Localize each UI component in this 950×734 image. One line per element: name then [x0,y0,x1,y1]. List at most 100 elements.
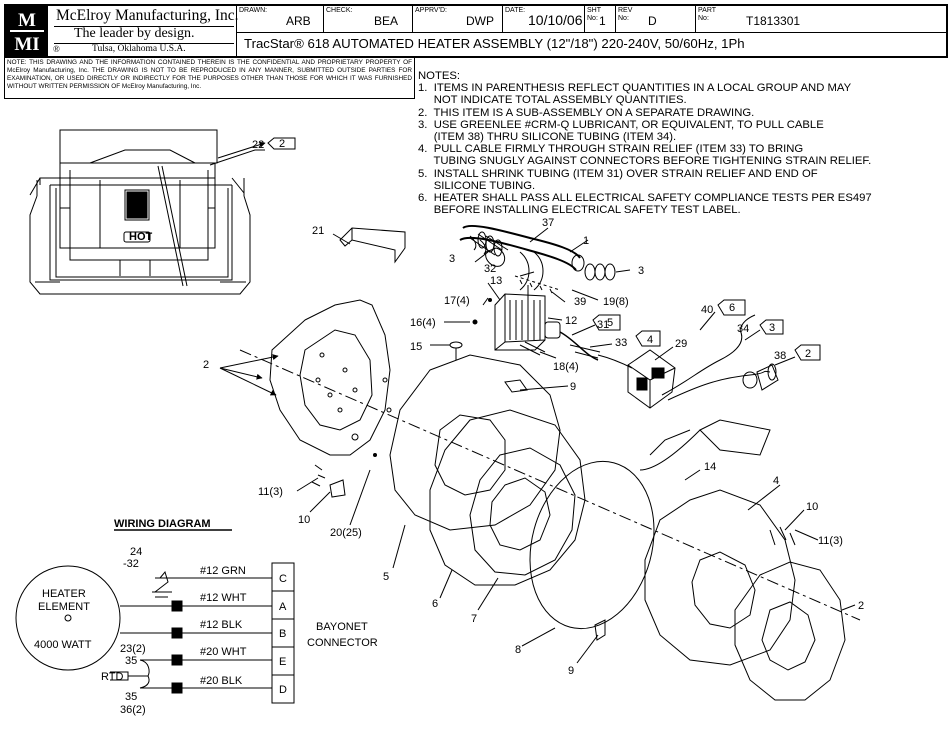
date-value: 10/10/06 [528,12,583,28]
date-label: DATE: [505,7,526,14]
hardware-items [311,352,796,641]
callout-34-note: 3 [769,322,775,334]
note-line: NOT INDICATE TOTAL ASSEMBLY QUANTITIES. [418,94,687,107]
heater-label-line2: ELEMENT [38,601,90,613]
connector-pin: E [279,656,286,668]
approved-label: APPRV'D: [415,7,447,14]
note-line: TUBING SNUGLY AGAINST CONNECTORS BEFORE … [418,155,872,168]
callout-1: 1 [583,235,589,247]
drawn-label: DRAWN: [239,7,268,14]
heater-plate-item-6 [429,409,586,586]
callout-4: 4 [773,475,779,487]
ref-32: -32 [123,558,139,570]
callout-2-right: 2 [858,600,864,612]
callout-9-lower: 9 [568,665,574,677]
ref-23: 23(2) [120,643,146,655]
confidentiality-note: NOTE: THIS DRAWING AND THE INFORMATION C… [7,59,412,90]
callout-3-right: 3 [638,265,644,277]
ref-36: 36(2) [120,704,146,716]
heater-assembly-view [29,129,265,295]
note-line: 2. THIS ITEM IS A SUB-ASSEMBLY ON A SEPA… [418,106,755,119]
wire-label: #12 BLK [200,619,243,631]
callout-13: 13 [490,275,502,287]
callout-10-right: 10 [806,501,818,513]
company-name: McElroy Manufacturing, Inc. [56,7,239,24]
connector-pin: B [279,628,286,640]
connector-pin: D [279,684,287,696]
note-line: (ITEM 38) THRU SILICONE TUBING (ITEM 34)… [418,131,677,144]
callout-11-right: 11(3) [818,535,843,547]
note-line: 1. ITEMS IN PARENTHESIS REFLECT QUANTITI… [418,82,852,95]
svg-text:MI: MI [14,34,39,55]
reflector-plate-item-5 [389,354,561,531]
callout-21: 21 [312,225,324,237]
ref-35-lower: 35 [125,691,137,703]
callout-33-note: 4 [647,334,653,346]
callout-29: 29 [675,338,687,350]
callout-19: 19(8) [603,296,629,308]
callout-10-left: 10 [298,514,310,526]
notes-heading: NOTES: [418,70,461,82]
confidentiality-box [4,57,415,99]
grommet-item-3b [477,231,503,257]
outer-plate-right [734,561,846,701]
sheet-value: 1 [599,14,606,28]
ref-35-upper: 35 [125,655,137,667]
callout-33: 33 [615,337,627,349]
note-line: 3. USE GREENLEE #CRM-Q LUBRICANT, OR EQU… [418,118,824,131]
approved-value: DWP [466,14,494,28]
rtd-label: RTD [101,671,123,683]
check-value: BEA [374,14,399,28]
note-line: 4. PULL CABLE FIRMLY THROUGH STRAIN RELI… [418,143,804,156]
callout-20: 20(25) [330,527,362,539]
tagline-rule-top [54,26,234,27]
callout-16: 16(4) [410,317,436,329]
company-logo: M MI [6,6,48,56]
callout-40-note: 6 [729,302,735,314]
callout-7: 7 [471,613,477,625]
outer-plate-left [269,299,391,456]
sheet-label: SHT No: [587,7,601,22]
callout-39: 39 [574,296,586,308]
heater-wattage: 4000 WATT [34,639,92,651]
heater-element-symbol [15,565,121,671]
callout-22: 22 [252,139,264,151]
company-location: Tulsa, Oklahoma U.S.A. [92,44,186,54]
description-cell [236,32,948,58]
callout-9-upper: 9 [570,381,576,393]
note-line: 6. HEATER SHALL PASS ALL ELECTRICAL SAFE… [418,192,872,205]
callout-11-left: 11(3) [258,486,283,498]
svg-text:M: M [18,10,36,31]
callout-31-note: 5 [607,317,613,329]
callout-12: 12 [565,315,577,327]
callout-38-note: 2 [805,348,811,360]
connector-label-line2: CONNECTOR [307,637,378,649]
callout-38: 38 [774,350,786,362]
part-number: T1813301 [746,14,801,28]
control-box-item-29 [627,349,676,409]
callout-22-note: 2 [279,138,285,150]
wire-label: #12 WHT [200,592,247,604]
company-tagline: The leader by design. [74,26,195,41]
wire-label: #12 GRN [200,565,246,577]
callout-14: 14 [704,461,716,473]
callout-6: 6 [432,598,438,610]
callout-34: 34 [737,323,749,335]
registered-mark: ® [53,44,60,54]
wire-label: #20 WHT [200,646,247,658]
heater-label-line1: HEATER [42,588,86,600]
note-line: SILICONE TUBING. [418,179,536,192]
callout-8: 8 [515,644,521,656]
callout-15: 15 [410,341,422,353]
callout-18: 18(4) [553,361,579,373]
drawing-description: TracStar® 618 AUTOMATED HEATER ASSEMBLY … [244,36,745,51]
drawn-value: ARB [286,14,311,28]
grommet-item-3 [584,263,616,281]
connector-label-line1: BAYONET [316,621,368,633]
callout-37: 37 [542,217,554,229]
wiring-diagram-title: WIRING DIAGRAM [114,518,211,530]
connector-pin: C [279,573,287,585]
callout-17: 17(4) [444,295,470,307]
mmi-logo-icon: M MI [6,6,48,56]
